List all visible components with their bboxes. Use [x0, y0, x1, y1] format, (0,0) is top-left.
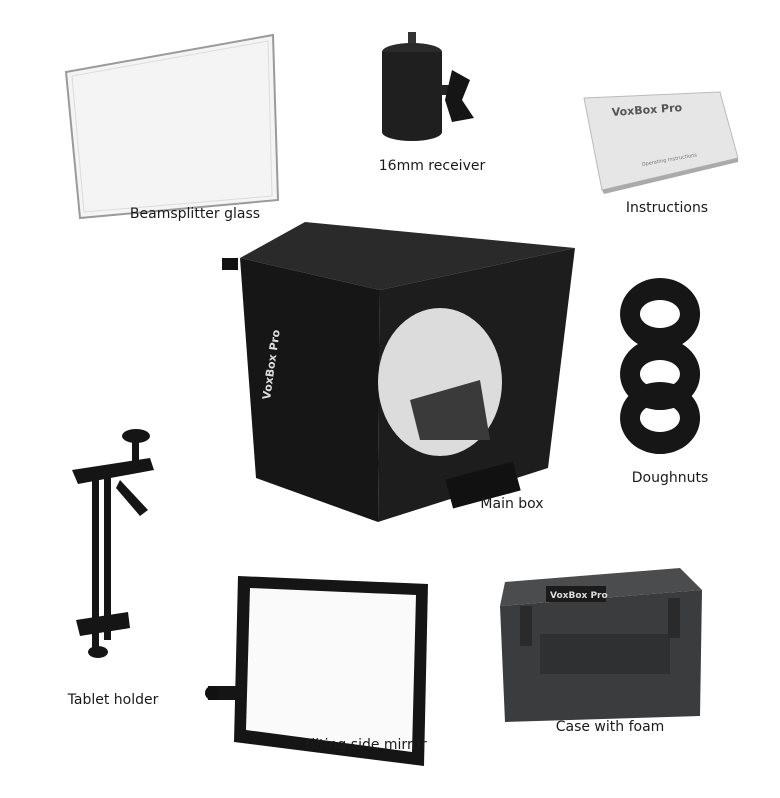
- main-box-image: VoxBox Pro: [222, 222, 575, 522]
- label-tilting-side-mirror: Tilting side mirror: [303, 737, 427, 753]
- instructions-booklet-image: VoxBox Pro Operating Instructions: [583, 91, 739, 194]
- label-case-with-foam: Case with foam: [555, 719, 665, 735]
- tablet-holder-image: [72, 429, 154, 658]
- case-image: VoxBox Pro: [500, 568, 702, 722]
- label-beamsplitter-glass: Beamsplitter glass: [129, 206, 261, 222]
- doughnuts-image: [620, 278, 701, 454]
- label-main-box: Main box: [480, 496, 544, 512]
- booklet-logo: VoxBox Pro: [611, 101, 683, 119]
- label-doughnuts: Doughnuts: [631, 470, 709, 486]
- receiver-image: [382, 32, 474, 141]
- label-instructions: Instructions: [625, 200, 709, 216]
- case-logo: VoxBox Pro: [550, 591, 608, 601]
- tilting-side-mirror-image: [205, 576, 428, 766]
- beamsplitter-glass-image: [64, 33, 280, 220]
- label-16mm-receiver: 16mm receiver: [378, 158, 486, 174]
- label-tablet-holder: Tablet holder: [67, 692, 159, 708]
